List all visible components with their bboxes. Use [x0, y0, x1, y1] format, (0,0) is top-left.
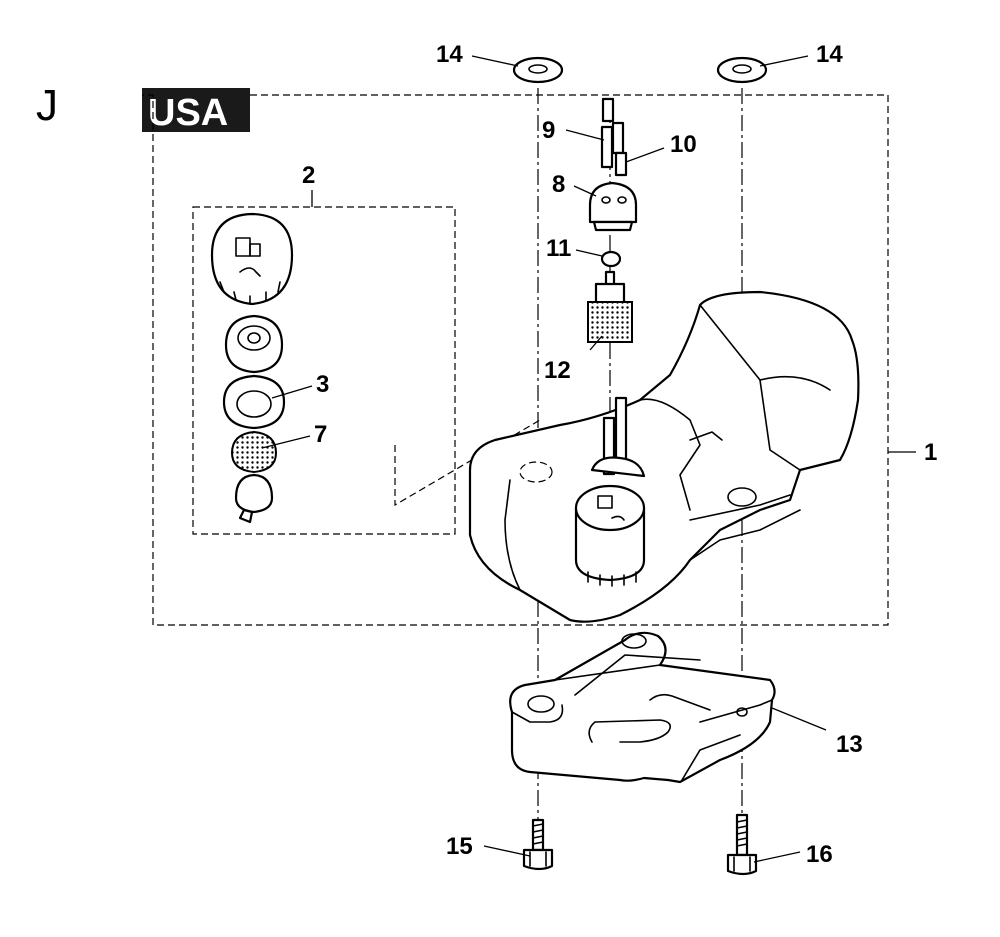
- cap-valve: [234, 473, 274, 524]
- part-number-3: 3: [316, 371, 329, 398]
- fuel-filter: [587, 270, 633, 343]
- part-number-12: 12: [544, 357, 571, 384]
- washer-right: [716, 56, 768, 84]
- fuel-cap-guide-line: [394, 419, 541, 507]
- part-number-11: 11: [546, 235, 571, 262]
- region-badge: USA: [142, 88, 250, 134]
- small-ring: [600, 250, 622, 268]
- fuel-tank: [468, 290, 860, 623]
- part-number-16: 16: [806, 841, 833, 868]
- fuel-hose-in-tank: [590, 396, 646, 478]
- cap-filter: [230, 430, 278, 474]
- cap-insert: [224, 314, 284, 374]
- fuel-cap-outer: [210, 212, 294, 306]
- part-number-13: 13: [836, 731, 863, 758]
- part-number-15: 15: [446, 833, 473, 860]
- tank-fuel-cap: [574, 484, 646, 587]
- part-number-7: 7: [314, 421, 327, 448]
- region-badge-text: USA: [148, 92, 228, 134]
- assembly-boundary: [142, 94, 889, 626]
- bolt-long: [726, 813, 758, 876]
- part-number-14-left: 14: [436, 41, 463, 68]
- part-number-9: 9: [542, 117, 555, 144]
- tank-base-plate: [509, 631, 776, 784]
- fuel-cap-group-box: [192, 206, 456, 535]
- bolt-short: [522, 818, 554, 871]
- cap-gasket: [222, 374, 286, 430]
- part-number-2: 2: [302, 162, 315, 189]
- part-number-14-right: 14: [816, 41, 843, 68]
- section-letter: J: [36, 81, 58, 130]
- fuel-tubes: [600, 97, 628, 177]
- part-number-10: 10: [670, 131, 697, 158]
- part-number-8: 8: [552, 171, 565, 198]
- tank-grommet: [588, 181, 638, 232]
- washer-left: [512, 56, 564, 84]
- part-number-1: 1: [924, 439, 937, 466]
